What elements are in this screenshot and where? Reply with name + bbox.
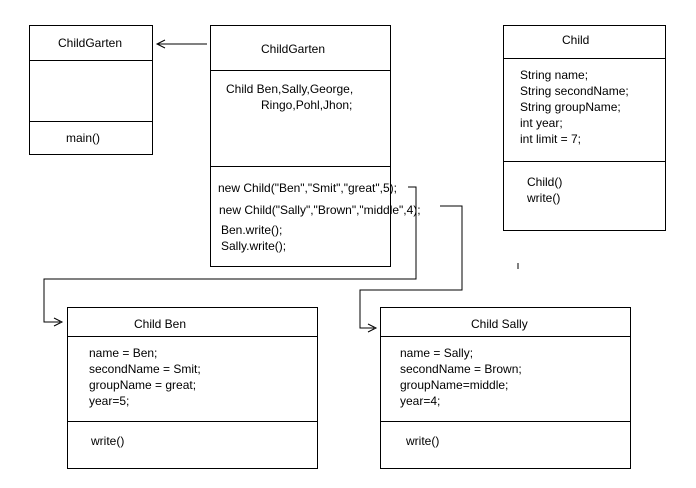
attribute-line: groupName=middle; <box>400 378 509 392</box>
attributes-compartment <box>211 70 390 71</box>
association-arrowhead <box>155 39 166 49</box>
attribute-line: name = Sally; <box>400 346 474 360</box>
methods-compartment <box>504 161 665 162</box>
method-write: write() <box>406 434 440 448</box>
sally-connector-arrowhead <box>367 323 378 333</box>
sally-instance-connector <box>359 205 463 329</box>
method-main: main() <box>66 131 101 145</box>
statement-line: Ben.write(); <box>221 223 283 237</box>
statement-line: new Child("Ben","Smit","great",5); <box>218 181 397 195</box>
attribute-line: year=4; <box>400 394 441 408</box>
method-constructor: Child() <box>527 175 563 189</box>
attributes-compartment <box>381 336 630 337</box>
class-title: Child <box>562 33 590 47</box>
attribute-line: Child Ben,Sally,George, <box>226 82 354 96</box>
attribute-line: String secondName; <box>520 84 629 98</box>
attribute-line: name = Ben; <box>89 346 158 360</box>
attribute-line: secondName = Smit; <box>89 362 201 376</box>
body-compartment <box>211 166 390 167</box>
attributes-compartment <box>504 58 665 59</box>
method-write: write() <box>91 434 125 448</box>
attributes-compartment <box>30 60 152 61</box>
attribute-line: String groupName; <box>520 100 621 114</box>
attribute-line: secondName = Brown; <box>400 362 522 376</box>
ben-connector-arrowhead <box>53 317 64 327</box>
attribute-line: groupName = great; <box>89 378 197 392</box>
statement-line: Sally.write(); <box>221 239 287 253</box>
child-sally-object-box: Child Sally name = Sally; secondName = B… <box>380 307 631 469</box>
class-title: ChildGarten <box>58 36 123 50</box>
method-write: write() <box>527 191 561 205</box>
attribute-line: int limit = 7; <box>520 132 582 146</box>
attribute-line: String name; <box>520 68 589 82</box>
methods-compartment <box>381 421 630 422</box>
attributes-compartment <box>68 336 317 337</box>
statement-line: new Child("Sally","Brown","middle",4); <box>219 203 421 217</box>
object-title: Child Ben <box>134 317 187 331</box>
methods-compartment <box>30 121 152 122</box>
attribute-line: Ringo,Pohl,Jhon; <box>261 98 353 112</box>
childgarten-class-box: ChildGarten main() <box>29 25 153 155</box>
ben-instance-connector <box>43 186 417 323</box>
child-ben-object-box: Child Ben name = Ben; secondName = Smit;… <box>67 307 318 469</box>
attribute-line: int year; <box>520 116 563 130</box>
class-title: ChildGarten <box>261 42 326 56</box>
attribute-line: year=5; <box>89 394 130 408</box>
childgarten-main-class-box: ChildGarten Child Ben,Sally,George, Ring… <box>210 25 421 267</box>
methods-compartment <box>68 421 317 422</box>
child-class-box: Child String name; String secondName; St… <box>503 25 666 231</box>
object-title: Child Sally <box>471 317 528 331</box>
